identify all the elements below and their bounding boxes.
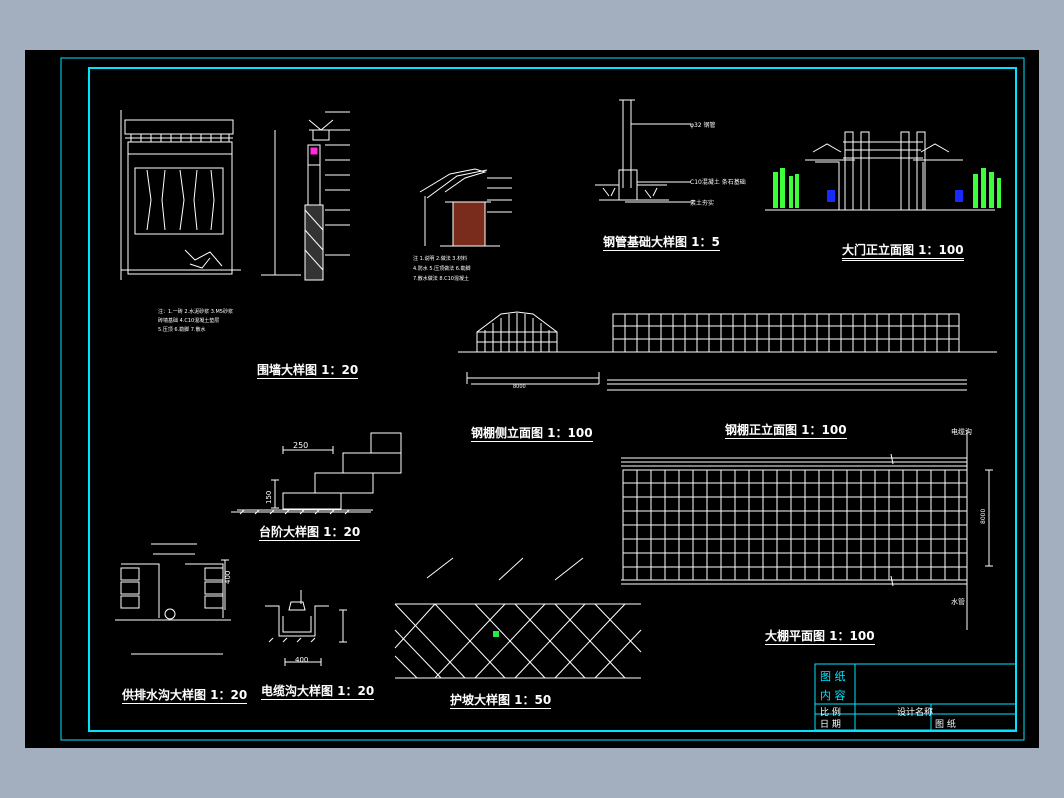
cable-title: 电缆沟大样图 1：20 <box>261 684 375 700</box>
wall-detail-drawing <box>120 110 350 281</box>
title-block <box>814 663 1017 731</box>
plan-note-top: 电缆沟 <box>951 428 972 436</box>
cable-width-dim: 400 <box>295 656 308 664</box>
shed-side-title: 钢棚侧立面图 1：100 <box>471 426 593 442</box>
drain-title: 供排水沟大样图 1：20 <box>122 688 248 704</box>
steps-width-dim: 250 <box>293 441 308 450</box>
steps-detail-drawing <box>231 432 402 515</box>
shed-side-dim: 8000 <box>513 384 526 390</box>
svg-text:7.散水做法 8.C10混凝土: 7.散水做法 8.C10混凝土 <box>413 275 469 282</box>
shed-front-title: 钢棚正立面图 1：100 <box>725 423 847 439</box>
cap-detail-drawing <box>419 168 512 247</box>
steps-title: 台阶大样图 1：20 <box>259 525 361 541</box>
shed-plan-drawing <box>621 430 993 630</box>
pipe-foundation-title: 钢管基础大样图 1：5 <box>603 235 720 251</box>
outer-frame <box>60 57 1025 741</box>
title-block-drawing-label: 图 纸 <box>820 670 846 683</box>
cad-drawing-canvas[interactable]: 注：1.一砖 2.水泥砂浆 3.M5砂浆 砖墙基础 4.C10混凝土垫层 5.压… <box>25 50 1039 748</box>
steps-height-dim: 150 <box>265 491 273 504</box>
drawing-sheet: 注：1.一砖 2.水泥砂浆 3.M5砂浆 砖墙基础 4.C10混凝土垫层 5.压… <box>25 50 1039 748</box>
title-block-checker: 比 例 <box>820 708 841 718</box>
title-block-content-label: 内 容 <box>820 689 846 702</box>
title-block-date: 日 期 <box>820 720 841 730</box>
title-block-sheet-no: 图 纸 <box>935 720 956 730</box>
pipe-foundation-drawing <box>595 99 691 203</box>
drain-height-dim: 400 <box>224 571 232 584</box>
gate-elevation-drawing <box>765 131 995 211</box>
gate-window-left <box>827 190 835 202</box>
gate-window-right <box>955 190 963 202</box>
slope-protection-drawing <box>394 557 642 679</box>
pipe-note-2: C10混凝土 条石基础 <box>690 178 746 186</box>
wall-detail-title: 围墙大样图 1：20 <box>257 363 359 379</box>
plan-height-dim: 8000 <box>980 509 987 524</box>
inner-frame <box>88 67 1017 732</box>
shed-front-elevation-drawing <box>605 313 997 391</box>
plan-note-bottom: 水管 <box>951 598 965 606</box>
pipe-note-3: 素土夯实 <box>690 199 714 207</box>
gate-trees <box>773 168 1001 208</box>
wall-section-note-3: 5.压顶 6.勒脚 7.散水 <box>158 326 206 333</box>
cap-notes: 注 1.说明 2.做法 3.材料 <box>413 255 467 262</box>
slope-marker <box>493 631 499 637</box>
shed-plan-title: 大棚平面图 1：100 <box>765 629 875 645</box>
slope-title: 护坡大样图 1：50 <box>450 693 552 709</box>
title-block-design-name: 设计名称 <box>897 708 934 718</box>
pipe-note-1: φ32 钢管 <box>690 121 716 129</box>
shed-side-elevation-drawing <box>458 311 608 385</box>
wall-section-note-2: 砖墙基础 4.C10混凝土垫层 <box>158 317 219 324</box>
drain-detail-drawing <box>115 543 231 655</box>
svg-text:4.防水 5.压顶做法 6.勒脚: 4.防水 5.压顶做法 6.勒脚 <box>413 265 471 272</box>
cable-trench-detail-drawing <box>265 590 347 666</box>
wall-section-note-1: 注：1.一砖 2.水泥砂浆 3.M5砂浆 <box>158 308 233 315</box>
gate-title: 大门正立面图 1：100 <box>842 243 964 261</box>
